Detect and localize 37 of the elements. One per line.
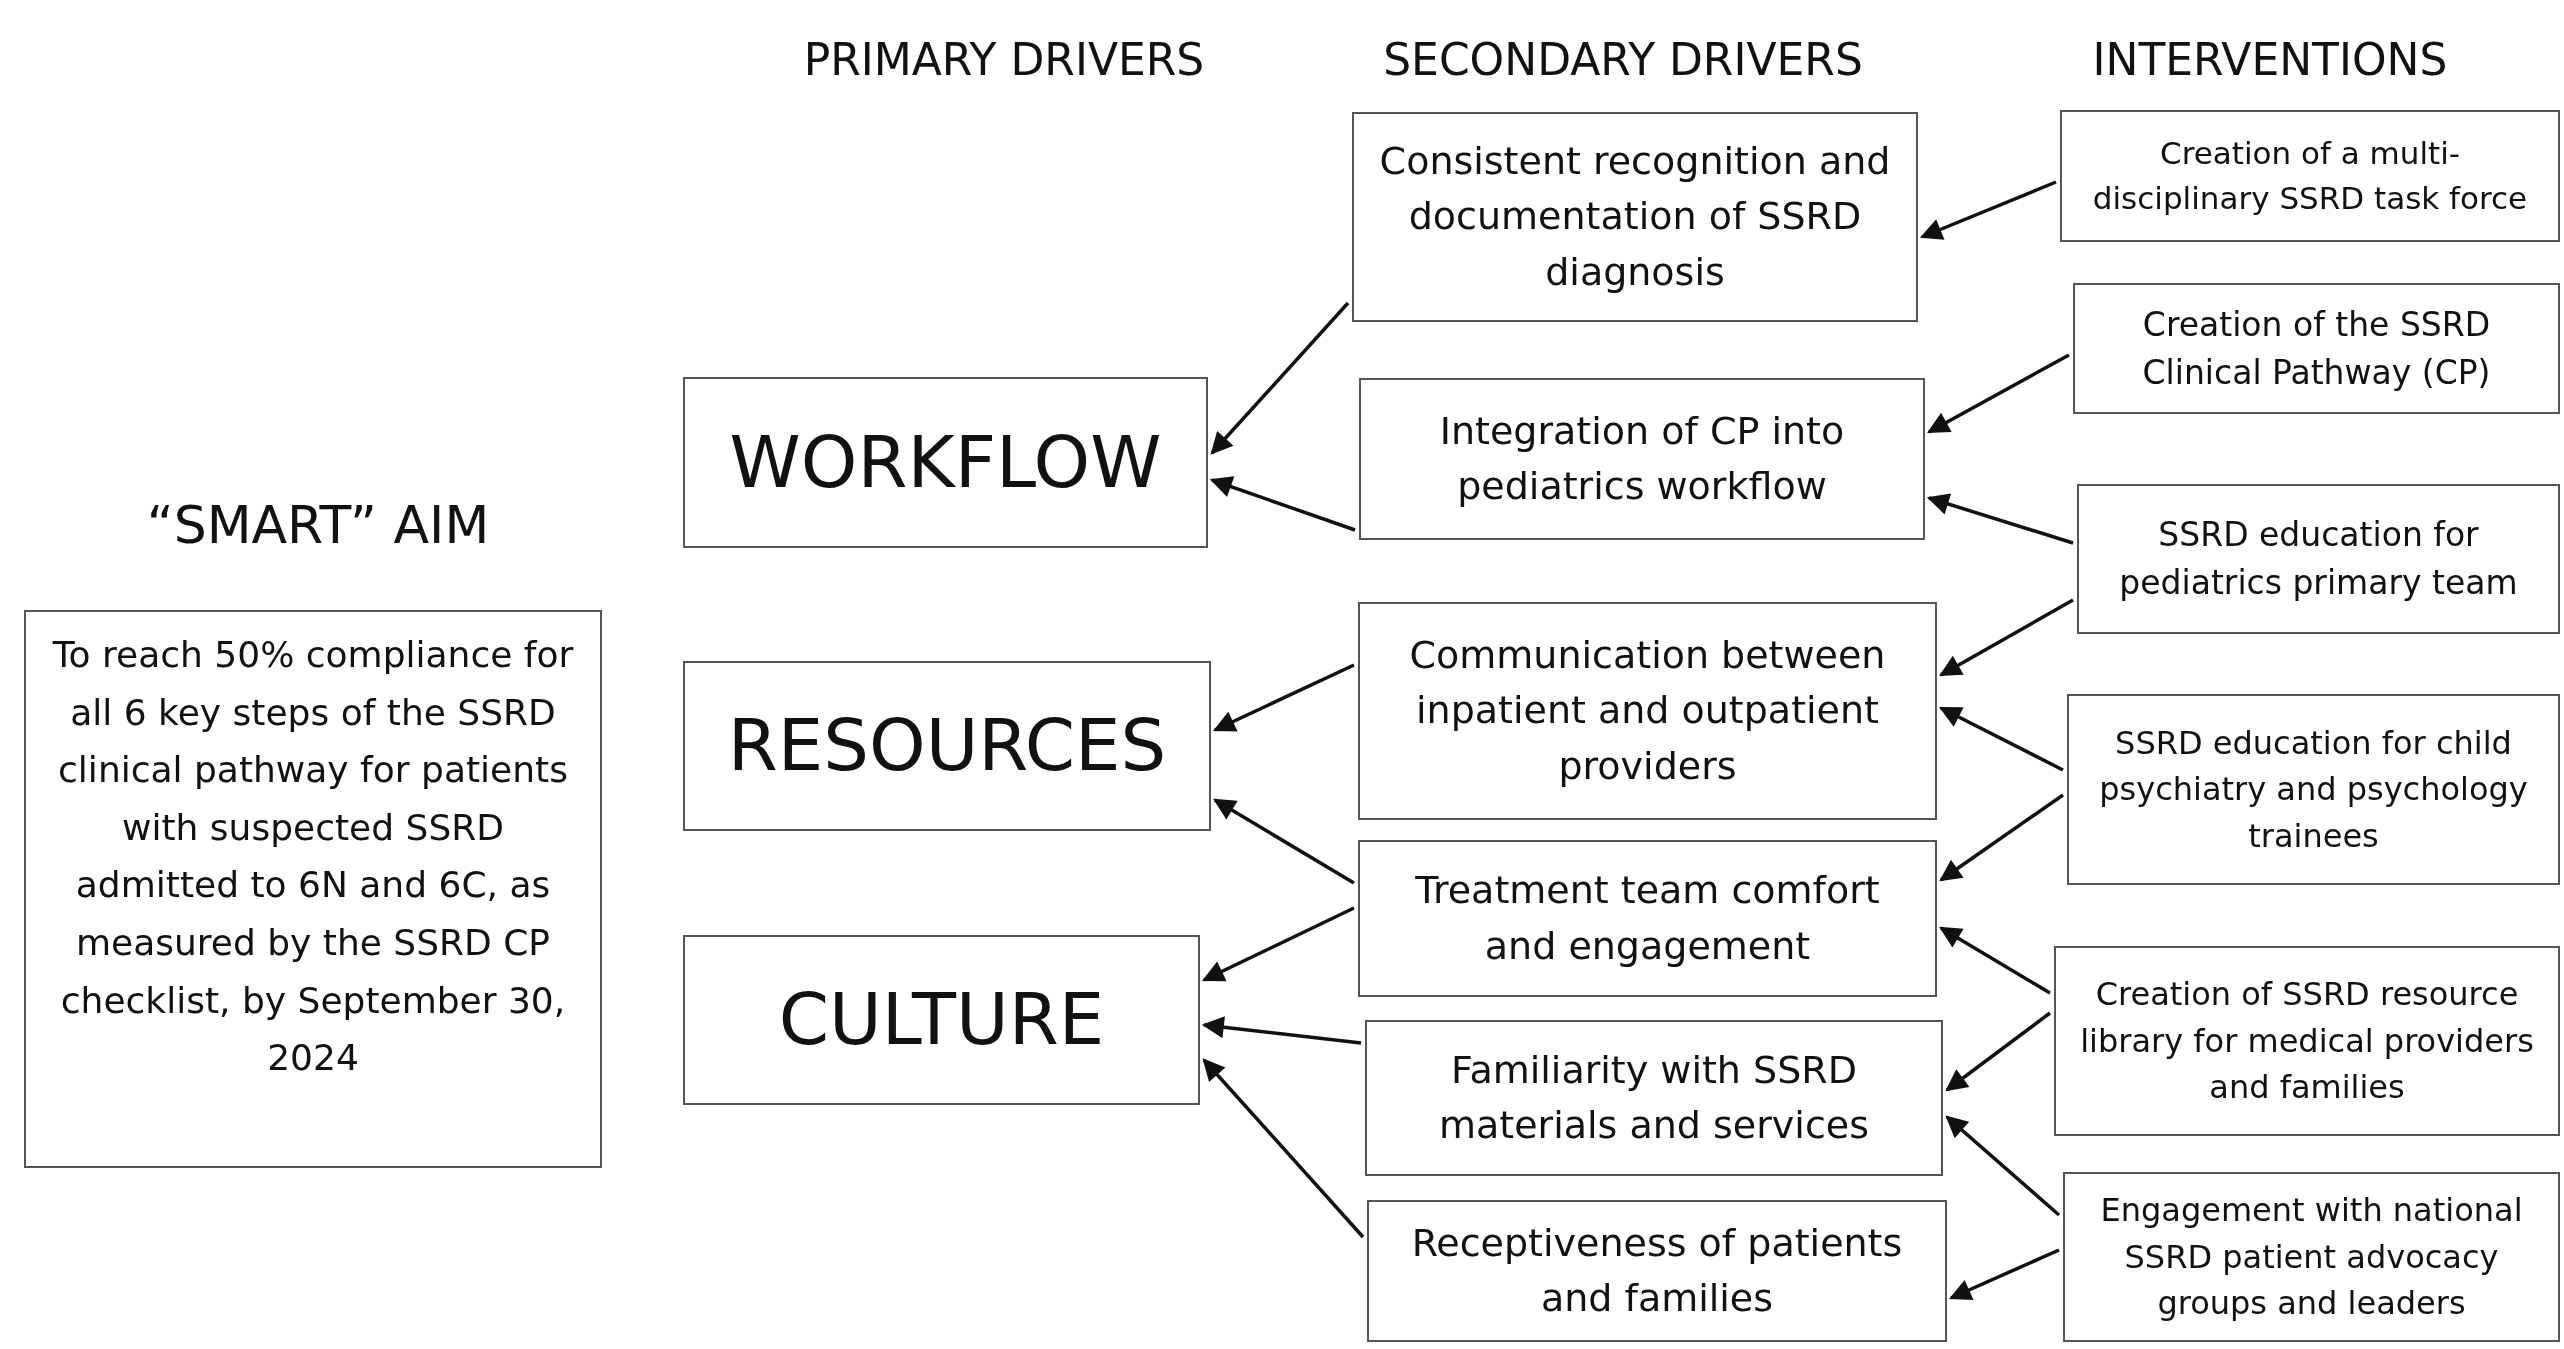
intervention-box: Creation of SSRD resource library for medical providers and families bbox=[2054, 946, 2560, 1136]
arrow bbox=[1926, 493, 2074, 545]
arrow bbox=[1213, 663, 1355, 732]
arrow bbox=[1209, 476, 1356, 532]
arrow bbox=[1939, 706, 2064, 772]
arrow bbox=[1939, 926, 2051, 995]
aim-heading: “SMART” AIM bbox=[145, 495, 491, 555]
secondary-driver-box: Receptiveness of patients and families bbox=[1367, 1200, 1947, 1342]
arrow bbox=[1210, 301, 1350, 455]
secondary-driver-box: Treatment team comfort and engagement bbox=[1358, 840, 1937, 997]
intervention-box: Creation of a multi-disciplinary SSRD task force bbox=[2060, 110, 2560, 242]
arrow bbox=[1213, 798, 1355, 885]
arrow bbox=[1939, 598, 2074, 677]
arrow bbox=[1202, 906, 1355, 982]
column-heading: PRIMARY DRIVERS bbox=[803, 34, 1205, 85]
secondary-driver-box: Consistent recognition and documentation of SSRD diagnosis bbox=[1352, 112, 1918, 322]
secondary-driver-box: Familiarity with SSRD materials and services bbox=[1365, 1020, 1943, 1176]
primary-driver-box: RESOURCES bbox=[683, 661, 1211, 831]
arrow bbox=[1945, 1115, 2061, 1217]
arrow bbox=[1927, 353, 2070, 434]
column-heading: SECONDARY DRIVERS bbox=[1383, 34, 1863, 85]
primary-driver-box: CULTURE bbox=[683, 935, 1200, 1105]
intervention-box: Creation of the SSRD Clinical Pathway (CP) bbox=[2073, 283, 2560, 414]
arrow bbox=[1919, 180, 2057, 240]
intervention-box: SSRD education for pediatrics primary team bbox=[2077, 484, 2560, 634]
arrow bbox=[1949, 1248, 2060, 1300]
arrow bbox=[1945, 1011, 2052, 1092]
secondary-driver-box: Integration of CP into pediatrics workflow bbox=[1359, 378, 1925, 540]
secondary-driver-box: Communication between inpatient and outpatient providers bbox=[1358, 602, 1937, 820]
arrow bbox=[1939, 793, 2064, 882]
intervention-box: SSRD education for child psychiatry and psychology trainees bbox=[2067, 694, 2560, 885]
aim-box: To reach 50% compliance for all 6 key steps of the SSRD clinical pathway for patients with suspected SSRD admitted to 6N and 6C, as measured by the SSRD CP checklist, by September 30, 2024 bbox=[24, 610, 602, 1168]
column-heading: INTERVENTIONS bbox=[2092, 34, 2448, 85]
arrow bbox=[1201, 1016, 1362, 1045]
primary-driver-box: WORKFLOW bbox=[683, 377, 1208, 548]
intervention-box: Engagement with national SSRD patient advocacy groups and leaders bbox=[2063, 1172, 2560, 1342]
arrow bbox=[1202, 1058, 1365, 1239]
